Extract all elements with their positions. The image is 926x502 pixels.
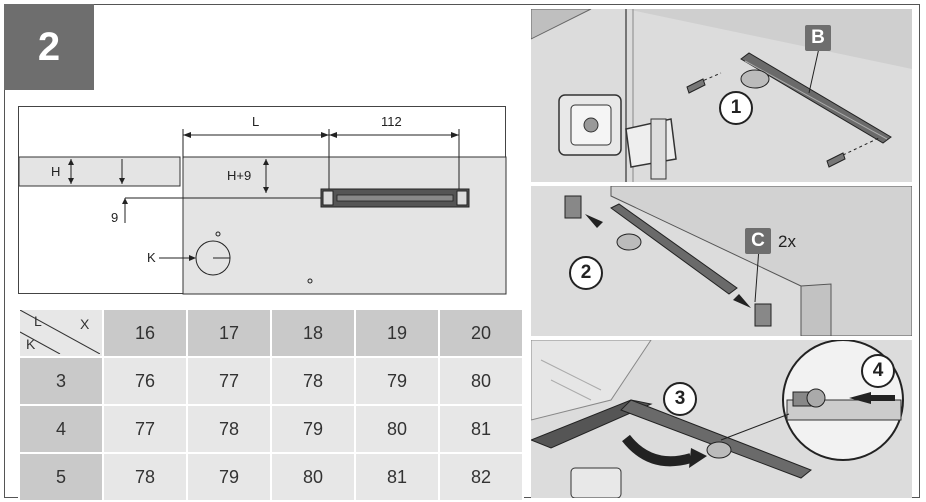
- part-badge-B: B: [805, 25, 831, 51]
- corner-label-L: L: [34, 313, 42, 329]
- step-circle-1: 1: [719, 91, 753, 125]
- illustration-panel-1: 1 B: [531, 9, 912, 182]
- diagram-drawing: [19, 129, 507, 295]
- corner-label-K: K: [26, 336, 36, 352]
- table-cell: 81: [438, 404, 524, 454]
- table-cell: 77: [102, 404, 188, 454]
- table-row: 4 77 78 79 80 81: [18, 404, 524, 454]
- side-panel: [182, 156, 507, 295]
- rail-installed: [620, 399, 812, 479]
- table-cell: 80: [354, 404, 440, 454]
- table-cell: 80: [270, 452, 356, 502]
- label-H-plus-9: H+9: [227, 168, 252, 183]
- table-cell: 79: [270, 404, 356, 454]
- quantity-label: 2x: [778, 232, 796, 251]
- step-number-badge: 2: [4, 4, 94, 90]
- column-header: 16: [102, 308, 188, 358]
- row-header: 5: [18, 452, 104, 502]
- panel-1-drawing: [531, 9, 912, 182]
- table-row: 5 78 79 80 81 82: [18, 452, 524, 502]
- column-header: 19: [354, 308, 440, 358]
- panel-2-drawing: [531, 186, 912, 336]
- column-header: 20: [438, 308, 524, 358]
- table-cell: 82: [438, 452, 524, 502]
- step-circle-4: 4: [861, 354, 895, 388]
- rail-C: [610, 203, 738, 295]
- end-cap-left: [564, 195, 582, 219]
- table-cell: 78: [270, 356, 356, 406]
- illustration-panel-2: 2 C 2x: [531, 186, 912, 336]
- row-header: 4: [18, 404, 104, 454]
- table-corner-cell: L X K: [18, 308, 104, 358]
- part-badge-C: C: [745, 228, 771, 254]
- table-cell: 77: [186, 356, 272, 406]
- table-row: 3 76 77 78 79 80: [18, 356, 524, 406]
- table-header-row: L X K 16 17 18 19 20: [18, 308, 524, 358]
- table-cell: 81: [354, 452, 440, 502]
- illustration-panel-3: 3 4: [531, 340, 912, 498]
- step-circle-3: 3: [663, 382, 697, 416]
- table-cell: 76: [102, 356, 188, 406]
- column-header: 17: [186, 308, 272, 358]
- top-panel: [19, 156, 181, 187]
- dimension-table: L X K 16 17 18 19 20 3 76 77 78 79 80 4 …: [18, 308, 524, 502]
- table-cell: 78: [102, 452, 188, 502]
- table-cell: 80: [438, 356, 524, 406]
- table-cell: 79: [186, 452, 272, 502]
- panel-3-drawing: [531, 340, 912, 498]
- label-L: L: [252, 114, 260, 129]
- measurement-diagram: L 112 H H+9 9 K: [18, 106, 507, 295]
- end-cap-right: [754, 303, 772, 327]
- label-9: 9: [111, 210, 119, 225]
- column-header: 18: [270, 308, 356, 358]
- table-cell: 78: [186, 404, 272, 454]
- step-circle-2: 2: [569, 256, 603, 290]
- row-header: 3: [18, 356, 104, 406]
- label-H: H: [51, 164, 61, 179]
- label-112: 112: [381, 114, 402, 129]
- corner-label-X: X: [80, 316, 90, 332]
- table-cell: 79: [354, 356, 440, 406]
- label-K: K: [147, 250, 156, 265]
